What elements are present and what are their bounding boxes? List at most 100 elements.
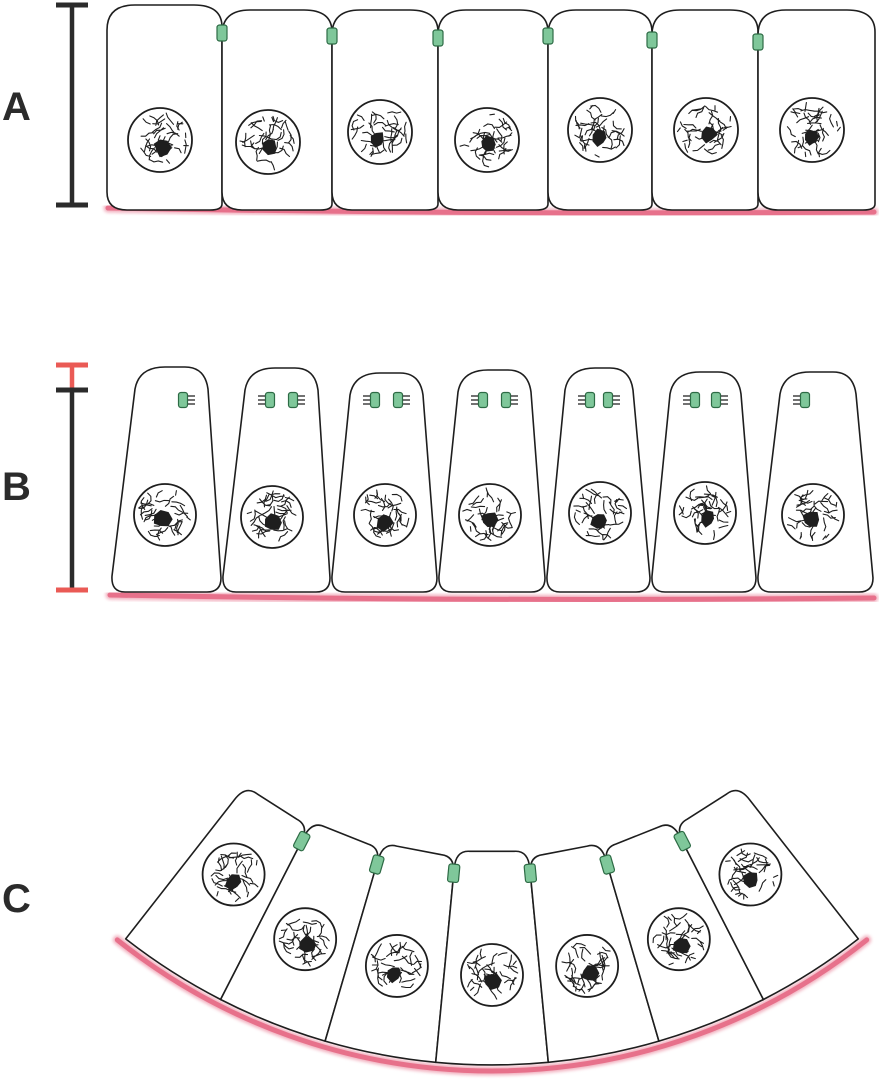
nuclear-envelope [568, 481, 632, 545]
nucleus [273, 907, 338, 972]
nucleus [567, 97, 633, 163]
basement-membrane [114, 937, 870, 1074]
nuclear-envelope [347, 99, 413, 165]
nucleolus [386, 967, 402, 984]
junction-fibers [511, 395, 518, 405]
junction-icon [523, 863, 538, 884]
cell [438, 369, 546, 593]
junction-icon [477, 391, 489, 409]
nucleolus [592, 128, 607, 147]
junction-icon [602, 391, 614, 409]
junction-icon [689, 391, 701, 409]
junction-icon [287, 391, 299, 409]
nucleus [568, 481, 632, 545]
nucleus [235, 109, 301, 175]
nucleolus [376, 514, 394, 532]
cell [757, 371, 874, 593]
nucleolus [481, 512, 499, 528]
nucleolus [581, 965, 600, 981]
panel-a [56, 2, 879, 218]
nucleus [673, 481, 737, 545]
panel-label-b: B [2, 465, 31, 509]
nucleus [718, 842, 783, 907]
nucleolus [590, 514, 607, 529]
junction-icon [369, 391, 381, 409]
junction-icon [216, 24, 228, 42]
nucleolus [153, 510, 173, 527]
junction-icon [799, 391, 811, 409]
chromatin [561, 942, 611, 994]
cell [221, 9, 333, 211]
junction-fibers [578, 395, 585, 405]
nucleolus [370, 132, 384, 148]
junction-icon [177, 391, 189, 409]
nucleolus [224, 874, 242, 891]
nucleus [347, 99, 413, 165]
nucleus [364, 934, 429, 998]
junction-fibers [188, 395, 195, 405]
junction-icon [646, 31, 658, 49]
nucleus [779, 97, 845, 163]
nucleolus [805, 129, 820, 146]
junction-fibers [721, 395, 728, 405]
nuclear-envelope [364, 934, 429, 998]
junction-icon [500, 391, 512, 409]
junction-icon [710, 391, 722, 409]
nucleus [454, 107, 520, 173]
cell [331, 372, 438, 593]
junction-fibers [793, 395, 800, 405]
chromatin [350, 111, 408, 157]
junction-fibers [683, 395, 690, 405]
junction-fibers [471, 395, 478, 405]
junction-icon [368, 854, 385, 875]
junction-icon [673, 830, 691, 852]
junction-icon [542, 27, 554, 45]
junction-icon [392, 391, 404, 409]
panel-label-c: C [2, 877, 31, 921]
nucleus [240, 485, 304, 549]
junction-fibers [298, 395, 305, 405]
nucleus [133, 483, 197, 547]
nucleus [458, 483, 522, 547]
cell [546, 367, 651, 593]
nucleolus [742, 872, 758, 888]
chromatin [725, 848, 779, 900]
chromatin [246, 490, 297, 542]
junction-icon [326, 27, 338, 45]
nucleolus [701, 510, 714, 528]
nucleolus [481, 135, 496, 152]
nucleolus [484, 974, 502, 990]
panel-b [56, 362, 879, 604]
nucleolus [701, 126, 718, 144]
junction-icon [432, 29, 444, 47]
junction-icon [584, 391, 596, 409]
nucleus [127, 107, 193, 173]
nucleolus [672, 937, 691, 954]
nucleus [646, 907, 711, 972]
nucleus [673, 97, 739, 163]
cell [111, 366, 222, 593]
cell [222, 367, 331, 593]
panel-c [112, 789, 872, 1076]
junction-fibers [258, 395, 265, 405]
nucleolus [299, 935, 316, 953]
junction-icon [446, 863, 461, 884]
nucleus [201, 842, 266, 907]
junction-icon [293, 830, 311, 852]
basement-membrane [107, 592, 877, 602]
nucleus [781, 483, 845, 547]
junction-icon [264, 391, 276, 409]
nucleolus [262, 139, 277, 156]
panel-label-a: A [2, 85, 31, 129]
nucleus [460, 943, 524, 1007]
junction-fibers [613, 395, 620, 405]
junction-fibers [403, 395, 410, 405]
nucleolus [153, 139, 172, 158]
nucleolus [264, 513, 282, 530]
nucleus [555, 934, 620, 998]
junction-icon [752, 33, 764, 51]
junction-icon [599, 854, 616, 875]
nucleus [353, 483, 417, 547]
nucleolus [802, 511, 820, 527]
